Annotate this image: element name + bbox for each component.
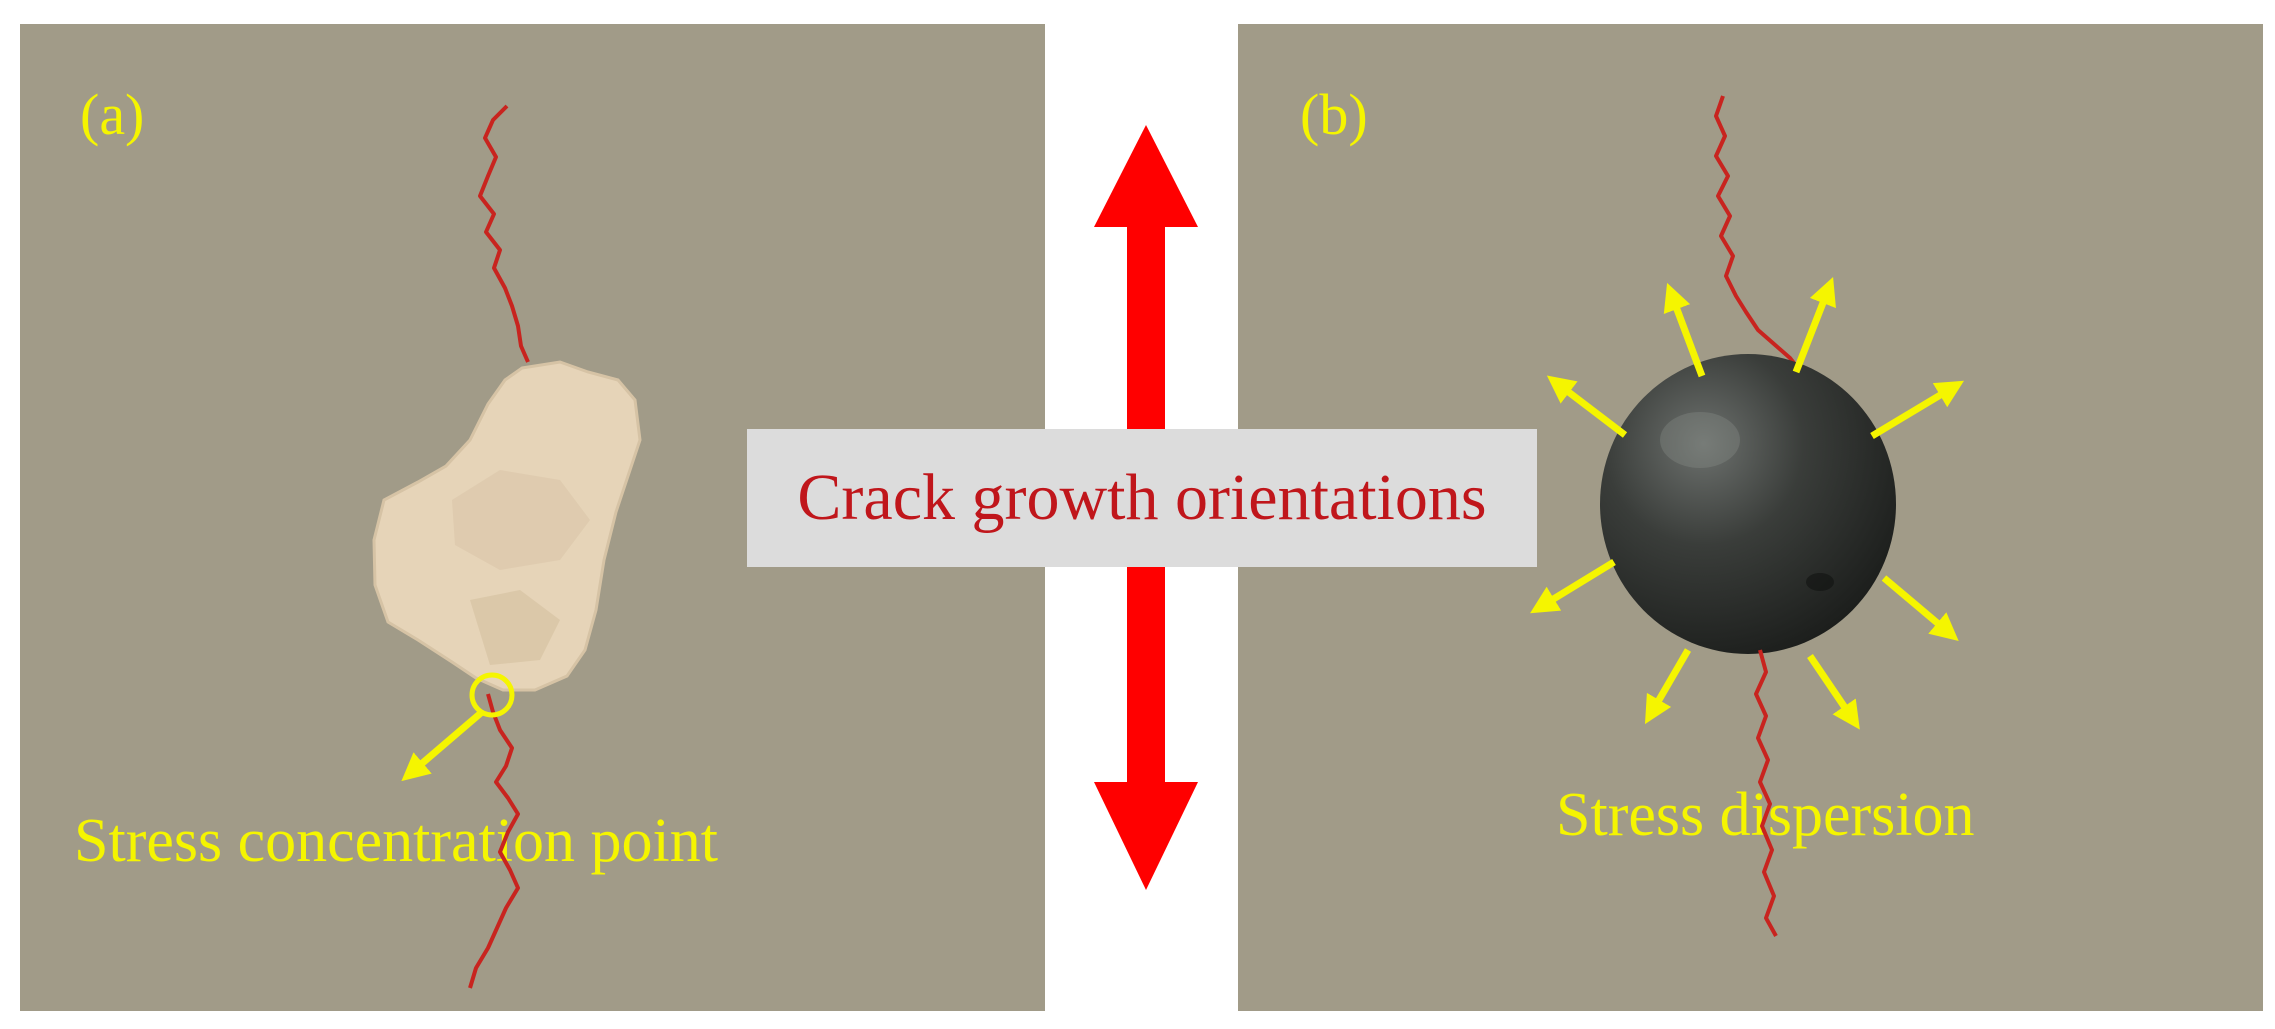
crack-growth-label-box: Crack growth orientations xyxy=(747,429,1537,567)
stress-dispersion-caption: Stress dispersion xyxy=(1556,781,1975,849)
stress-concentration-caption: Stress concentration point xyxy=(74,807,718,875)
crack-growth-label: Crack growth orientations xyxy=(797,461,1487,534)
panel-a-label: (a) xyxy=(80,82,145,147)
panel-b-label: (b) xyxy=(1300,82,1368,147)
